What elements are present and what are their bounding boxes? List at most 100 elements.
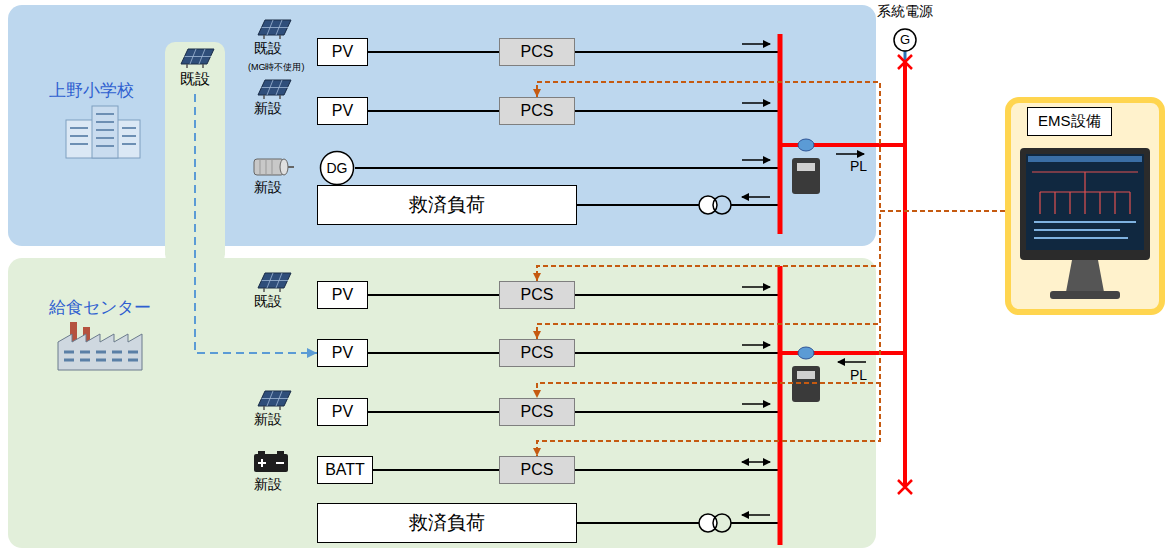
node-label: PV xyxy=(332,286,353,304)
node-label: EMS設備 xyxy=(1027,107,1112,136)
pcs-box: PCS xyxy=(499,398,575,426)
pcs-box: PCS xyxy=(499,456,575,484)
flow-arrow xyxy=(742,403,770,405)
power-wire xyxy=(355,52,780,523)
power-line xyxy=(373,469,499,471)
battery-icon xyxy=(254,451,288,472)
monitor-stand xyxy=(1066,260,1104,292)
flow-arrow xyxy=(838,361,866,363)
node-label: PCS xyxy=(521,43,554,61)
pv-box: PV xyxy=(317,281,368,309)
label: 新設 xyxy=(254,475,282,494)
flow-arrow xyxy=(742,196,770,198)
label: 既設 xyxy=(254,40,282,56)
node-label: PCS xyxy=(521,403,554,421)
bus-bar xyxy=(778,34,783,545)
node-label: PCS xyxy=(521,286,554,304)
power-line xyxy=(368,110,499,112)
solar-panel-icon xyxy=(258,20,291,39)
label: 新設 xyxy=(254,179,282,195)
flow-arrow xyxy=(742,43,770,45)
node-label: PCS xyxy=(521,344,554,362)
label: 既設 xyxy=(254,39,282,58)
node-label: 既設 xyxy=(180,70,210,89)
flow-arrow xyxy=(742,514,770,516)
solar-panel-icon xyxy=(258,273,291,292)
label: PL xyxy=(850,367,867,383)
circle-outline xyxy=(321,152,354,185)
node-label: PCS xyxy=(521,461,554,479)
node-label: PV xyxy=(332,43,353,61)
grid-line xyxy=(780,62,905,487)
generator-circle: DG xyxy=(319,150,355,186)
flow-arrow xyxy=(742,159,770,161)
power-line xyxy=(368,51,499,53)
node-label: PCS xyxy=(521,102,554,120)
meter-display xyxy=(797,371,815,379)
building-windows xyxy=(70,114,136,146)
meter-icon xyxy=(792,158,820,194)
generator-icon xyxy=(254,159,294,175)
sensor-symbol xyxy=(798,139,814,151)
label: 新設 xyxy=(254,99,282,118)
node-label: BATT xyxy=(325,461,365,479)
label: 新設 xyxy=(254,100,282,116)
control-line xyxy=(537,211,1005,398)
screen-rows xyxy=(1034,222,1136,238)
monitor-base xyxy=(1050,291,1120,299)
label: (MG時不使用) xyxy=(248,56,305,74)
load-box: 救済負荷 xyxy=(317,503,577,543)
solar-panel-icon xyxy=(258,80,291,99)
region-title: 上野小学校 xyxy=(49,79,134,102)
region-band: 給食センター PV PCS PV PCS PV PCS BATT PCS 救済負荷 xyxy=(8,258,876,548)
screen-diagram xyxy=(1032,172,1138,214)
pcs-box: PCS xyxy=(499,97,575,125)
node-label: PV xyxy=(332,102,353,120)
flow-arrow xyxy=(742,286,770,288)
solar-panel-icon xyxy=(258,391,291,410)
flow-arrow xyxy=(742,461,770,463)
power-line xyxy=(368,352,499,354)
breaker-mark xyxy=(898,55,912,494)
power-line xyxy=(368,294,499,296)
transformer-symbol xyxy=(713,196,731,214)
control-line xyxy=(537,82,1005,211)
region-title: 給食センター xyxy=(49,296,151,319)
label: PL xyxy=(850,158,867,174)
transfer-line xyxy=(194,94,196,264)
label: (MG時不使用) xyxy=(248,62,305,72)
node-label: 救済負荷 xyxy=(409,192,485,218)
flow-arrow xyxy=(742,102,770,104)
pv-box: PV xyxy=(317,97,368,125)
control-line xyxy=(537,211,1005,456)
meter-display xyxy=(797,163,815,171)
screen-bar xyxy=(1028,156,1142,162)
label: PL xyxy=(850,366,867,384)
generator-symbol xyxy=(894,29,916,51)
pcs-box: PCS xyxy=(499,339,575,367)
label: 既設 xyxy=(254,293,282,309)
factory-windows xyxy=(64,352,138,360)
flow-arrow xyxy=(742,344,770,346)
transformer-symbol xyxy=(699,514,717,532)
label: PL xyxy=(850,157,867,175)
monitor-bezel xyxy=(1020,148,1150,260)
node-label: G xyxy=(900,30,910,50)
label: 新設 xyxy=(254,411,282,427)
grid-source: 系統電源G xyxy=(863,2,947,56)
pv-box: PV xyxy=(317,339,368,367)
node-label: PV xyxy=(332,344,353,362)
node-label: DG xyxy=(327,160,348,176)
transformer-symbol xyxy=(699,196,717,214)
label: 新設 xyxy=(254,178,282,197)
label: 新設 xyxy=(254,410,282,429)
transformer-symbol xyxy=(713,514,731,532)
label: 既設 xyxy=(254,292,282,311)
power-line xyxy=(368,411,499,413)
flow-arrow xyxy=(836,153,864,155)
monitor-screen xyxy=(1026,154,1144,250)
node-label: PV xyxy=(332,403,353,421)
pv-box: PV xyxy=(317,38,368,66)
transfer-line xyxy=(195,264,317,353)
